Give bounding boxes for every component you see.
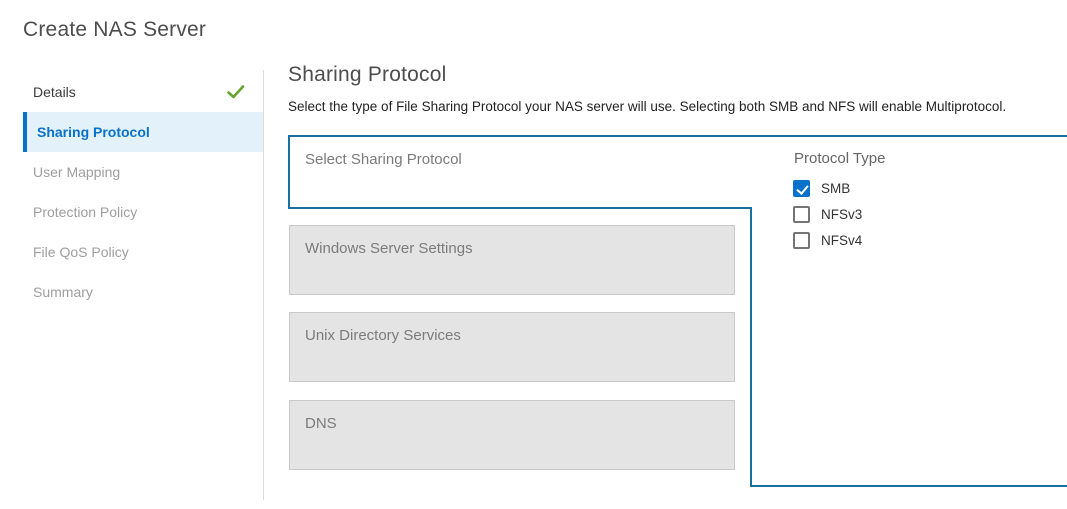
sidebar-item-label: Protection Policy [33, 204, 138, 220]
accordion-header-select-sharing-protocol[interactable]: Select Sharing Protocol [290, 137, 750, 207]
accordion-header-label: Select Sharing Protocol [305, 151, 462, 168]
accordion-header-label: DNS [305, 415, 337, 432]
checkbox-option-nfsv3[interactable]: NFSv3 [793, 205, 862, 223]
checkbox-label: NFSv4 [821, 232, 863, 248]
sidebar-item-label: Summary [33, 284, 93, 300]
outline-header-bottom-edge [288, 207, 752, 209]
checkbox-option-smb[interactable]: SMB [793, 179, 862, 197]
accordion-header-label: Unix Directory Services [305, 327, 461, 344]
outline-top-edge [288, 135, 1067, 137]
sidebar-item-summary[interactable]: Summary [23, 272, 263, 312]
protocol-type-label: Protocol Type [794, 150, 886, 167]
wizard-steps-sidebar: Details Sharing Protocol User Mapping Pr… [23, 72, 263, 312]
sidebar-item-label: Details [33, 84, 76, 100]
sidebar-item-label: File QoS Policy [33, 244, 129, 260]
page-title: Create NAS Server [23, 18, 207, 41]
accordion-header-unix-directory-services[interactable]: Unix Directory Services [289, 312, 735, 382]
nfsv3-checkbox[interactable] [793, 205, 810, 223]
sidebar-item-sharing-protocol[interactable]: Sharing Protocol [23, 112, 263, 152]
checkbox-option-nfsv4[interactable]: NFSv4 [793, 231, 862, 249]
accordion-header-windows-server-settings[interactable]: Windows Server Settings [289, 225, 735, 295]
nfsv4-checkbox[interactable] [793, 231, 810, 249]
sidebar-item-details[interactable]: Details [23, 72, 263, 112]
protocol-type-options: SMB NFSv3 NFSv4 [793, 179, 862, 249]
accordion-header-dns[interactable]: DNS [289, 400, 735, 470]
checkbox-label: NFSv3 [821, 206, 863, 222]
sidebar-item-file-qos-policy[interactable]: File QoS Policy [23, 232, 263, 272]
step-description: Select the type of File Sharing Protocol… [288, 99, 1007, 114]
sidebar-item-user-mapping[interactable]: User Mapping [23, 152, 263, 192]
accordion-header-label: Windows Server Settings [305, 240, 473, 257]
smb-checkbox[interactable] [793, 179, 810, 197]
outline-left-edge [288, 135, 290, 209]
step-complete-check-icon [227, 85, 245, 99]
step-heading: Sharing Protocol [288, 63, 447, 86]
sidebar-item-protection-policy[interactable]: Protection Policy [23, 192, 263, 232]
outline-content-left-edge [750, 207, 752, 487]
checkbox-label: SMB [821, 180, 851, 196]
sidebar-item-label: User Mapping [33, 164, 121, 180]
sidebar-divider [263, 70, 264, 500]
sidebar-item-label: Sharing Protocol [37, 124, 150, 140]
outline-content-bottom-edge [750, 485, 1067, 487]
